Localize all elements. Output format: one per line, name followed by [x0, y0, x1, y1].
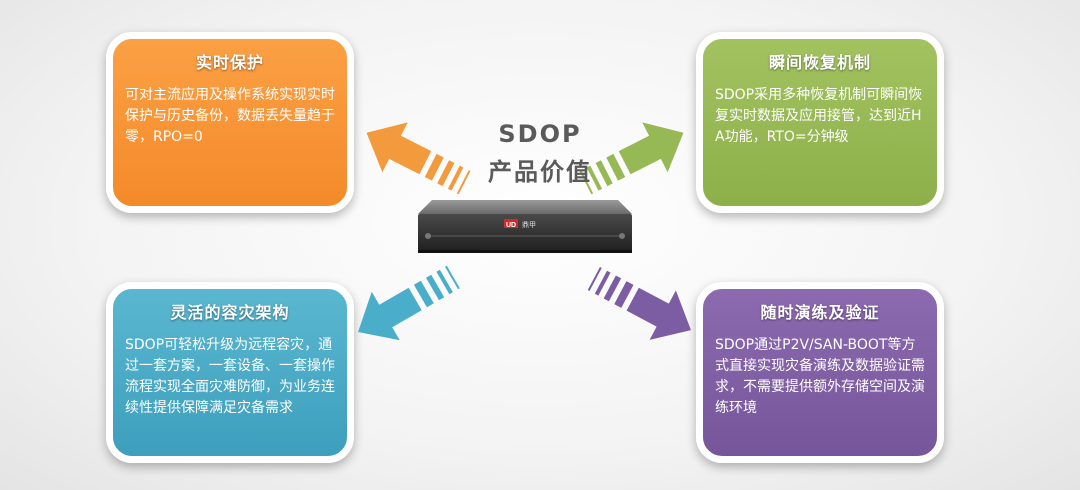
server-device: UD 鼎甲 — [418, 200, 632, 253]
card-flexible-dr: 灵活的容灾架构 SDOP可轻松升级为远程容灾，通过一套方案，一套设备、一套操作流… — [106, 282, 354, 463]
card-realtime-protection: 实时保护 可对主流应用及操作系统实现实时保护与历史备份，数据丢失量趋于零，RPO… — [106, 32, 354, 213]
brand-badge: UD — [506, 222, 516, 229]
card-body: 可对主流应用及操作系统实现实时保护与历史备份，数据丢失量趋于零，RPO=0 — [125, 87, 335, 145]
brand-label: 鼎甲 — [522, 221, 536, 229]
card-body: SDOP通过P2V/SAN-BOOT等方式直接实现灾备演练及数据验证需求，不需要… — [715, 337, 925, 416]
card-body: SDOP采用多种恢复机制可瞬间恢复实时数据及应用接管，达到近HA功能，RTO=分… — [715, 87, 923, 145]
card-drill-verify: 随时演练及验证 SDOP通过P2V/SAN-BOOT等方式直接实现灾备演练及数据… — [696, 282, 944, 463]
center-title-line1: SDOP — [498, 120, 582, 148]
center-title-line2: 产品价值 — [488, 158, 592, 186]
card-title: 灵活的容灾架构 — [170, 303, 290, 322]
card-instant-recovery: 瞬间恢复机制 SDOP采用多种恢复机制可瞬间恢复实时数据及应用接管，达到近HA功… — [696, 32, 944, 213]
card-body: SDOP可轻松升级为远程容灾，通过一套方案，一套设备、一套操作流程实现全面灾难防… — [125, 337, 335, 416]
card-title: 随时演练及验证 — [760, 303, 880, 322]
card-title: 实时保护 — [195, 53, 264, 72]
device-screw-icon — [619, 233, 625, 239]
arrow-to-drill-verify — [580, 253, 705, 355]
arrow-to-flexible-dr — [344, 252, 468, 357]
brand-logo-icon — [504, 219, 518, 228]
device-screw-icon — [425, 233, 431, 239]
card-title: 瞬间恢复机制 — [768, 53, 871, 72]
